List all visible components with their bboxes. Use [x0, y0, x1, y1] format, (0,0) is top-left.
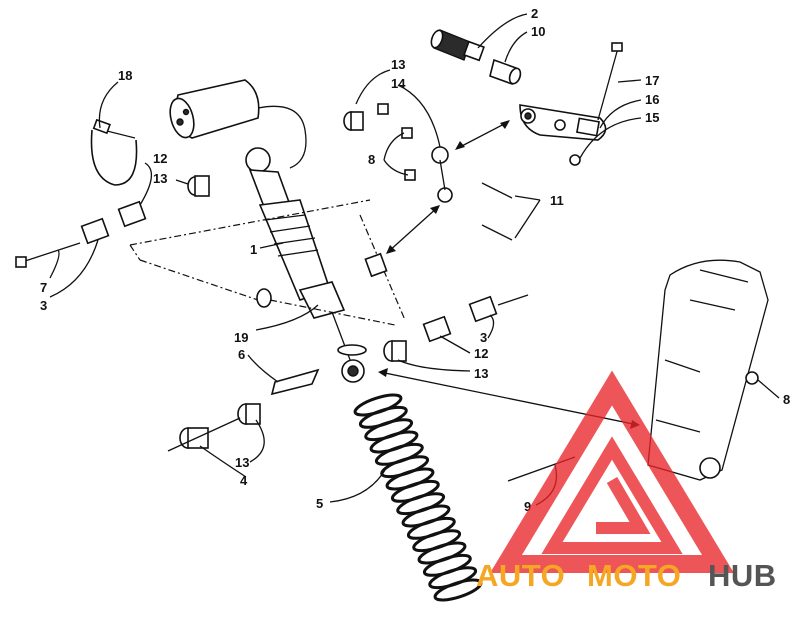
callout-13-left: 13	[153, 171, 167, 186]
callout-12-left: 12	[153, 151, 167, 166]
spring-coil	[364, 418, 414, 442]
leader-lines	[49, 13, 780, 506]
callout-3-right: 3	[480, 330, 487, 345]
callout-2: 2	[531, 6, 538, 21]
callout-14: 14	[391, 76, 406, 91]
coil-spring	[353, 393, 483, 602]
bolt-7	[21, 242, 81, 263]
adjuster-knob	[430, 29, 485, 62]
watermark-logo	[490, 370, 734, 573]
callout-16: 16	[645, 92, 659, 107]
watermark-word-moto: MOTO	[587, 558, 681, 593]
callout-7: 7	[40, 280, 47, 295]
callout-13-lower: 13	[235, 455, 249, 470]
nut-top	[377, 103, 389, 115]
callout-11: 11	[550, 193, 564, 208]
callout-8-upper: 8	[368, 152, 375, 167]
frame-bracket-phantom	[647, 259, 769, 481]
axis-line-left	[167, 417, 241, 452]
assembly-arrows	[378, 120, 640, 429]
spacer-12-right	[422, 315, 452, 343]
callout-6: 6	[238, 347, 245, 362]
spring-coil	[433, 578, 483, 602]
watermark-word-hub: HUB	[708, 558, 777, 593]
axis-line-right	[497, 294, 529, 306]
callout-8-right: 8	[783, 392, 790, 407]
spring-coil	[353, 393, 403, 417]
nut-8-right	[745, 371, 759, 385]
spring-coil	[374, 442, 424, 466]
spring-coil	[380, 455, 430, 479]
callout-numbers: 2 10 17 16 15 18 13 14 12 13 8 11 1 7 3 …	[40, 6, 790, 514]
callout-5: 5	[316, 496, 323, 511]
sleeve-3-right	[468, 295, 498, 323]
spacer-12-left	[117, 200, 147, 228]
frame-crossmember-phantom	[129, 199, 406, 326]
spring-coil	[401, 504, 451, 528]
callout-12-right: 12	[474, 346, 488, 361]
shock-absorber	[245, 147, 367, 366]
spring-coil	[428, 566, 478, 590]
pin-6	[270, 368, 320, 396]
spring-coil	[406, 516, 456, 540]
callout-13-top: 13	[391, 57, 405, 72]
callout-3-left: 3	[40, 298, 47, 313]
spring-coil	[369, 430, 419, 454]
bushing-13-left	[187, 175, 210, 197]
upper-link-arm	[519, 104, 607, 141]
callout-4: 4	[240, 473, 248, 488]
callout-13-right: 13	[474, 366, 488, 381]
callout-15: 15	[645, 110, 659, 125]
sleeve-3-left	[80, 217, 110, 245]
adapter-sleeve	[489, 58, 522, 86]
callout-19: 19	[234, 330, 248, 345]
bolt-7-head	[15, 256, 27, 268]
callout-9: 9	[524, 499, 531, 514]
nut-8-upper	[401, 127, 413, 139]
bushing-13-right	[383, 340, 407, 362]
spring-coil	[412, 529, 462, 553]
spring-coil	[390, 479, 440, 503]
spring-coil	[385, 467, 435, 491]
spacer-4	[179, 427, 209, 449]
callout-1: 1	[250, 242, 257, 257]
spring-coil	[417, 541, 467, 565]
callout-17: 17	[645, 73, 659, 88]
pivot-bolt	[597, 42, 623, 121]
lower-eye	[341, 359, 365, 383]
bolt-11-upper	[481, 182, 513, 199]
spring-coil	[422, 553, 472, 577]
spring-coil	[358, 405, 408, 429]
bushing-13-top	[343, 111, 364, 131]
watermark-word-auto: AUTO	[476, 558, 565, 593]
spring-coil	[396, 492, 446, 516]
hose-clamp	[90, 118, 138, 186]
bolt-11-lower	[481, 224, 513, 241]
bushing-13-lower	[237, 403, 261, 425]
connecting-link	[431, 146, 453, 203]
reservoir-canister	[169, 79, 307, 169]
callout-10: 10	[531, 24, 545, 39]
lock-nut	[569, 154, 581, 166]
watermark-wordmark: AUTO MOTO HUB	[476, 558, 777, 593]
callout-18: 18	[118, 68, 132, 83]
